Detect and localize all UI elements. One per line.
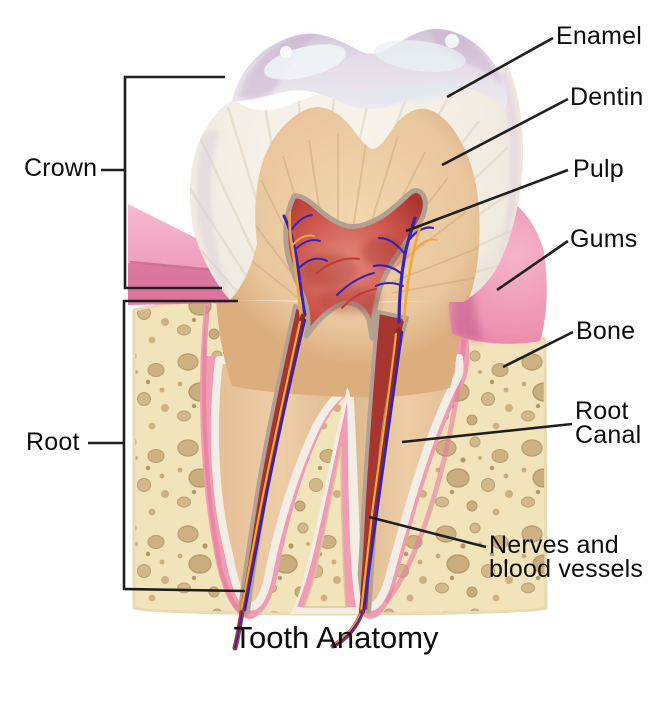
- gums-label: Gums: [570, 225, 638, 253]
- root-canal-leader-line: [401, 422, 573, 444]
- interradicular-bone-wedge: [290, 388, 364, 614]
- brackets: [122, 75, 246, 593]
- root-bracket: [122, 299, 246, 593]
- dentin-label: Dentin: [570, 83, 644, 111]
- root-label: Root: [26, 428, 80, 456]
- leader-lines: [88, 36, 574, 549]
- pulp-leader-line: [405, 168, 569, 233]
- enamel-leader-line: [446, 36, 554, 99]
- nerves-label: Nerves and blood vessels: [489, 531, 644, 584]
- bone-label: Bone: [576, 317, 636, 345]
- nerves-leader-line: [368, 515, 487, 549]
- figure-title: Tooth Anatomy: [233, 620, 439, 655]
- gums-leader-line: [496, 239, 569, 292]
- enamel-occlusal-cap: [232, 28, 508, 111]
- canal-nerves-vessels: [232, 313, 404, 651]
- dentin-leader-line: [441, 97, 569, 167]
- crown-bracket: [123, 75, 225, 290]
- pulp-chamber: [283, 188, 428, 341]
- crown-label: Crown: [24, 154, 98, 182]
- root-canal-label: Root Canal: [575, 397, 642, 450]
- pulp-label: Pulp: [573, 155, 624, 183]
- bone-leader-line: [502, 330, 574, 369]
- enamel-label: Enamel: [556, 22, 642, 50]
